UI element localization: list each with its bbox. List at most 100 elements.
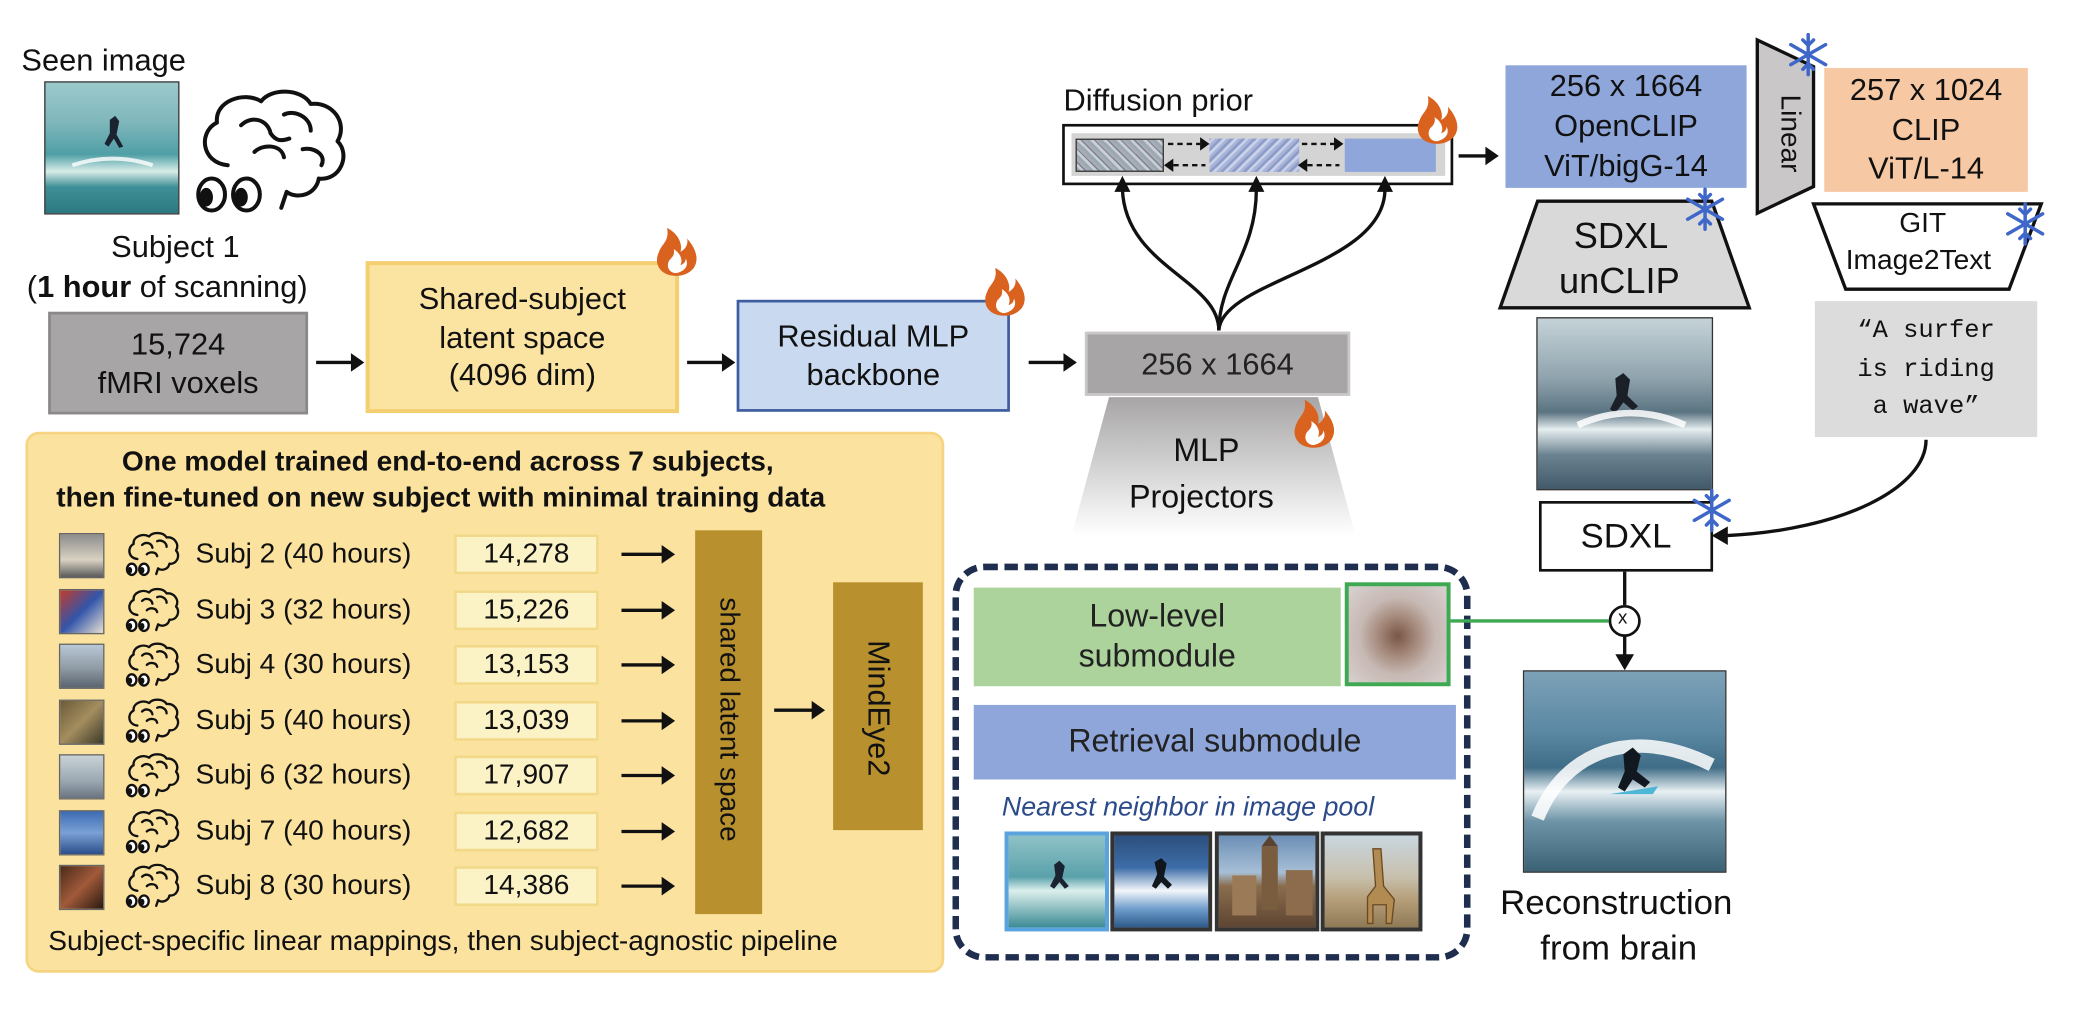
subject-thumbnail <box>58 809 105 855</box>
multiply-label: x <box>1617 606 1628 628</box>
subject-voxel-count: 15,226 <box>454 589 599 630</box>
caption-to-sdxl-arrow <box>1711 439 1928 545</box>
arrow-icon <box>774 700 826 720</box>
low-level-blur-image <box>1344 582 1451 687</box>
subject1-scanning: (1 hour of scanning) <box>26 269 308 304</box>
unclip-output-image <box>1536 317 1714 491</box>
fmri-voxels-box: 15,724 fMRI voxels <box>48 311 309 415</box>
retrieval-submodule-box: Retrieval submodule <box>973 704 1456 780</box>
subject-voxel-count: 14,278 <box>454 534 599 575</box>
git-label-1: GIT <box>1899 207 1947 239</box>
snowflake-icon <box>1685 187 1725 231</box>
seen-image-label: Seen image <box>21 42 186 78</box>
subject-label: Subj 7 (40 hours) <box>195 814 412 846</box>
arrow-icon <box>619 536 681 580</box>
brain-icon <box>123 641 182 696</box>
subject-label: Subj 5 (40 hours) <box>195 704 412 735</box>
low-level-submodule-box: Low-level submodule <box>973 587 1341 687</box>
retrieved-image-2 <box>1110 831 1213 932</box>
brain-icon <box>196 89 346 213</box>
retrieved-image-1 <box>1004 831 1110 932</box>
flame-icon <box>656 227 697 276</box>
linear-label: Linear <box>1774 94 1806 173</box>
brain-icon <box>123 752 182 807</box>
subject-row: Subj 5 (40 hours) 13,039 <box>58 696 689 746</box>
arrow-icon <box>1458 146 1499 166</box>
git-label-2: Image2Text <box>1845 245 1992 276</box>
openclip-box: 256 x 1664 OpenCLIP ViT/bigG-14 <box>1505 65 1747 188</box>
brain-icon <box>123 862 182 917</box>
subject-row: Subj 6 (32 hours) 17,907 <box>58 752 689 801</box>
arrow-icon <box>1028 353 1077 372</box>
subject-thumbnail <box>58 754 105 800</box>
diffusion-prior-label: Diffusion prior <box>1063 82 1253 118</box>
arrow-icon <box>619 646 681 690</box>
subject-thumbnail <box>58 643 105 689</box>
reconstruction-label-1: Reconstruction <box>1500 882 1733 923</box>
subject-row: Subj 3 (32 hours) 15,226 <box>58 586 689 634</box>
sdxl-unclip-shape <box>1497 199 1752 310</box>
flame-icon <box>1417 95 1458 144</box>
subject-voxel-count: 13,153 <box>454 644 599 685</box>
mlp-projectors-label-1: MLP <box>1173 433 1240 470</box>
sdxl-box: SDXL <box>1538 501 1714 572</box>
clean-embedding <box>1344 138 1436 172</box>
brain-icon <box>123 807 182 862</box>
subject-row: Subj 2 (40 hours) 14,278 <box>58 530 689 580</box>
subject-thumbnail <box>58 698 105 745</box>
subject-label: Subj 3 (32 hours) <box>195 593 412 625</box>
subject-label: Subj 2 (40 hours) <box>195 538 412 569</box>
subject-thumbnail <box>58 864 105 911</box>
brain-icon <box>123 530 182 585</box>
reconstruction-image <box>1522 670 1727 873</box>
subject-label: Subj 6 (32 hours) <box>195 759 412 791</box>
sdxl-to-reconstruction-arrow <box>1608 571 1641 671</box>
prior-input-curves <box>1114 175 1393 331</box>
git-caption-box: “A surfer is riding a wave” <box>1814 301 2038 438</box>
subject-row: Subj 7 (40 hours) 12,682 <box>58 807 689 855</box>
latent-dim-box: 256 x 1664 <box>1084 331 1351 396</box>
subject-voxel-count: 12,682 <box>454 810 599 851</box>
arrow-icon <box>316 353 365 372</box>
diffusion-step-arrows <box>1163 137 1344 172</box>
noise-image-2 <box>1209 138 1300 172</box>
low-level-to-multiply-line <box>1450 619 1609 623</box>
training-panel-title-1: One model trained end-to-end across 7 su… <box>121 446 774 478</box>
shared-subject-latent-box: Shared-subject latent space (4096 dim) <box>365 261 680 414</box>
noise-image-1 <box>1075 138 1164 172</box>
training-panel-title-2: then fine-tuned on new subject with mini… <box>56 482 826 514</box>
subject-row: Subj 8 (30 hours)14,386 <box>58 862 689 911</box>
snowflake-icon <box>1692 488 1731 533</box>
snowflake-icon <box>1789 32 1828 77</box>
shared-latent-vertical-box <box>695 530 763 915</box>
git-shape <box>1811 202 2044 291</box>
flame-icon <box>985 267 1025 316</box>
subject-voxel-count: 13,039 <box>454 700 599 741</box>
subject-voxel-count: 17,907 <box>454 755 599 796</box>
nearest-neighbor-label: Nearest neighbor in image pool <box>1001 792 1375 823</box>
subject1-label: Subject 1 <box>111 229 240 264</box>
mlp-projectors-label-2: Projectors <box>1129 479 1274 516</box>
flame-icon <box>1294 399 1335 448</box>
seen-image-photo <box>44 81 180 215</box>
clip-vitl-box: 257 x 1024 CLIP ViT/L-14 <box>1824 67 2028 192</box>
sdxl-unclip-label-1: SDXL <box>1573 215 1669 256</box>
snowflake-icon <box>2006 202 2045 246</box>
submodules-dashed-frame <box>952 563 1471 961</box>
subject-row: Subj 4 (30 hours)13,153 <box>58 641 689 690</box>
arrow-icon <box>619 867 681 911</box>
mlp-projectors-shape <box>1071 397 1356 536</box>
subject-thumbnail <box>58 533 105 579</box>
brain-icon <box>123 586 182 641</box>
reconstruction-label-2: from brain <box>1540 927 1698 968</box>
brain-icon <box>123 696 182 751</box>
retrieved-image-4 <box>1320 831 1423 932</box>
subject-thumbnail <box>58 588 105 634</box>
arrow-icon <box>619 757 681 801</box>
arrow-icon <box>619 702 681 746</box>
sdxl-unclip-label-2: unCLIP <box>1559 261 1680 302</box>
retrieved-image-3 <box>1214 831 1320 932</box>
arrow-icon <box>687 353 736 372</box>
residual-mlp-backbone-box: Residual MLP backbone <box>736 299 1010 412</box>
